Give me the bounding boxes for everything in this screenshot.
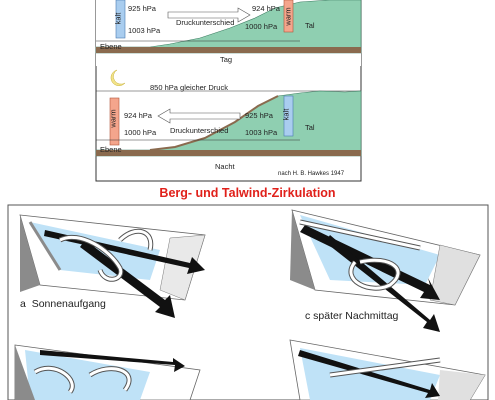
panel-a-letter: a <box>20 298 26 310</box>
cold-column-day <box>115 0 126 39</box>
credit-label: nach H. B. Hawkes 1947 <box>278 171 345 177</box>
panel-a <box>19 214 206 318</box>
night-pressure-upper-right: 925 hPa <box>245 111 273 120</box>
day-pressure-lower-right: 1000 hPa <box>245 22 278 31</box>
cold-column-night <box>283 95 294 137</box>
night-warm-label: warm <box>108 109 118 128</box>
day-pressure-lower-left: 1003 hPa <box>128 26 161 35</box>
panel-a-caption: a Sonnenaufgang <box>18 298 108 310</box>
panel-c-label: später Nachmittag <box>313 310 399 322</box>
day-pressure-upper-right: 924 hPa <box>252 4 280 13</box>
night-cold-label: kalt <box>281 108 291 121</box>
moon-icon <box>110 69 126 87</box>
day-difference-label: Druckunterschied <box>176 18 235 27</box>
night-difference-label: Druckunterschied <box>170 126 229 135</box>
warm-column-night <box>109 97 120 146</box>
night-panel <box>95 69 362 157</box>
day-caption: Tag <box>220 55 233 64</box>
panel-c-letter: c <box>305 310 311 322</box>
night-pressure-lower-left: 1000 hPa <box>124 128 157 137</box>
panel-d <box>289 339 486 400</box>
panel-c <box>290 209 481 332</box>
day-pressure-upper-left: 925 hPa <box>128 4 156 13</box>
day-panel <box>95 0 362 66</box>
night-pressure-upper-left: 924 hPa <box>124 111 152 120</box>
night-equal-pressure-label: 850 hPa gleicher Druck <box>150 83 228 92</box>
panel-c-caption: c später Nachmittag <box>303 310 401 322</box>
day-cold-label: kalt <box>113 12 123 25</box>
panel-b <box>14 344 201 400</box>
pressure-arrow-day <box>167 7 251 23</box>
warm-column-day <box>283 0 294 33</box>
day-valley-label: Tal <box>305 21 315 30</box>
day-warm-label: warm <box>283 7 293 26</box>
diagram-title: Berg- und Talwind-Zirkulation <box>159 186 336 200</box>
night-valley-label: Tal <box>305 123 315 132</box>
night-caption: Nacht <box>215 162 235 171</box>
night-pressure-lower-right: 1003 hPa <box>245 128 278 137</box>
pressure-arrow-night <box>157 108 241 124</box>
night-plain-label: Ebene <box>100 145 122 154</box>
panel-a-label: Sonnenaufgang <box>31 298 106 310</box>
day-plain-label: Ebene <box>100 42 122 51</box>
